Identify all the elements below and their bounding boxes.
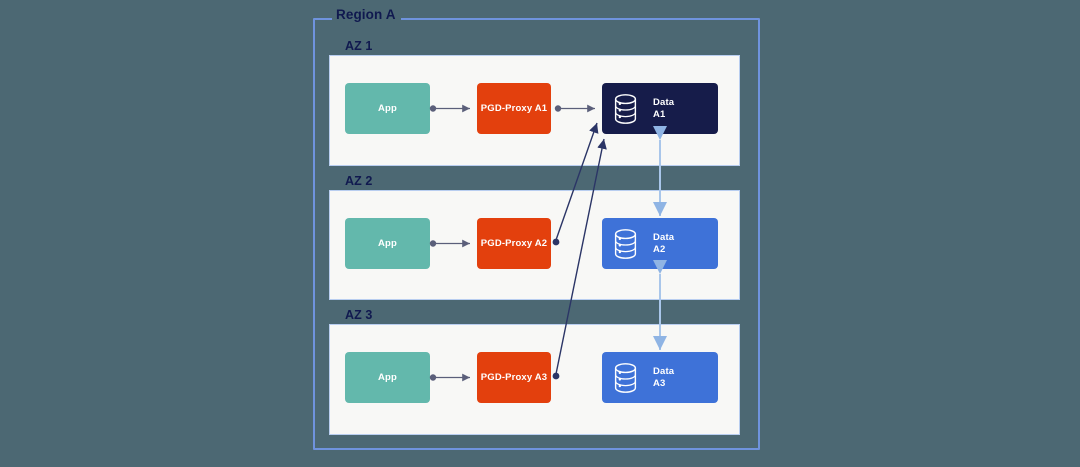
data-node-a3[interactable]: Data A3 bbox=[602, 352, 718, 403]
pgd-proxy-label: PGD-Proxy A1 bbox=[480, 103, 548, 114]
pgd-proxy-node-a3[interactable]: PGD-Proxy A3 bbox=[477, 352, 551, 403]
app-node-az3[interactable]: App bbox=[345, 352, 430, 403]
pgd-proxy-node-a2[interactable]: PGD-Proxy A2 bbox=[477, 218, 551, 269]
az-3-label: AZ 3 bbox=[345, 308, 373, 322]
region-label: Region A bbox=[332, 7, 401, 23]
pgd-proxy-node-a1[interactable]: PGD-Proxy A1 bbox=[477, 83, 551, 134]
pgd-proxy-label: PGD-Proxy A2 bbox=[480, 238, 548, 249]
database-icon bbox=[614, 93, 637, 124]
az-2-label: AZ 2 bbox=[345, 174, 373, 188]
region-a-container bbox=[313, 18, 760, 450]
data-node-label: Data A3 bbox=[653, 366, 675, 389]
database-icon bbox=[614, 228, 637, 259]
data-node-a1[interactable]: Data A1 bbox=[602, 83, 718, 134]
app-node-label: App bbox=[378, 238, 397, 249]
data-node-label: Data A2 bbox=[653, 232, 675, 255]
az-1-label: AZ 1 bbox=[345, 39, 373, 53]
data-node-a2[interactable]: Data A2 bbox=[602, 218, 718, 269]
app-node-az1[interactable]: App bbox=[345, 83, 430, 134]
app-node-label: App bbox=[378, 372, 397, 383]
database-icon bbox=[614, 362, 637, 393]
app-node-az2[interactable]: App bbox=[345, 218, 430, 269]
data-node-label: Data A1 bbox=[653, 97, 675, 120]
pgd-proxy-label: PGD-Proxy A3 bbox=[480, 372, 548, 383]
app-node-label: App bbox=[378, 103, 397, 114]
